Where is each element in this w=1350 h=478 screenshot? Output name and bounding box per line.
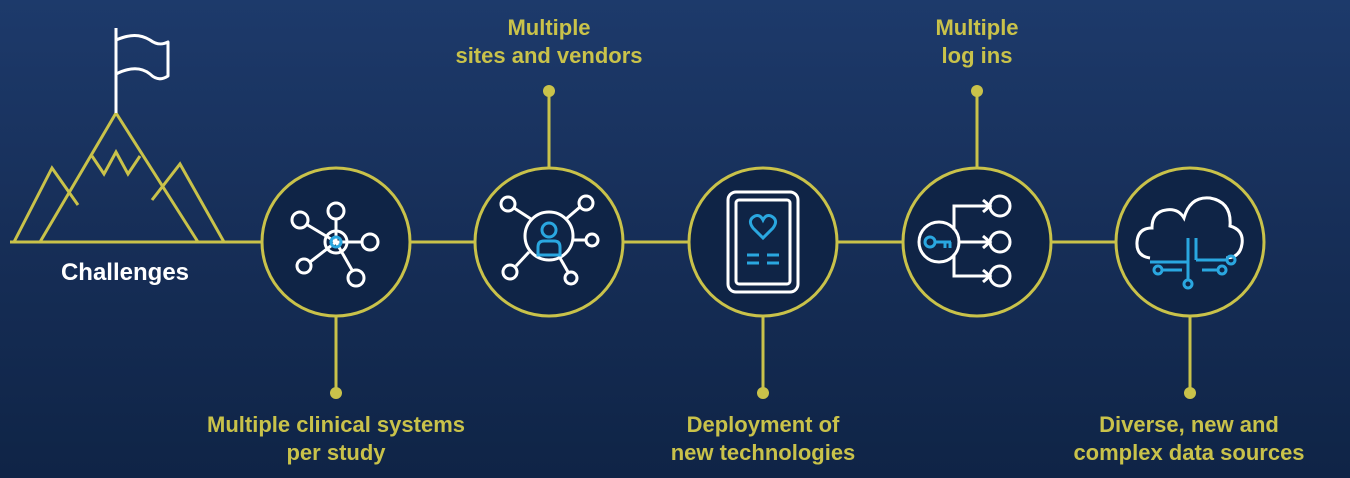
node-label-3: Deployment of new technologies <box>670 412 856 465</box>
node-3 <box>687 166 839 399</box>
node-2 <box>473 85 625 318</box>
challenges-title: Challenges <box>60 259 190 286</box>
node-label-1: Multiple clinical systems per study <box>207 412 465 465</box>
network-nodes-icon <box>290 201 380 288</box>
mountain-icon <box>10 110 262 244</box>
node-5 <box>1114 166 1266 399</box>
flag-icon <box>114 28 170 113</box>
key-login-icon <box>917 194 1012 288</box>
user-network-icon <box>499 194 600 286</box>
node-1 <box>260 166 412 399</box>
node-label-2: Multiple sites and vendors <box>455 15 643 68</box>
cloud-data-icon <box>1135 196 1244 290</box>
node-label-5: Diverse, new and complex data sources <box>1073 412 1305 465</box>
node-4 <box>901 85 1053 318</box>
node-label-4: Multiple log ins <box>935 15 1019 68</box>
tablet-heart-icon <box>726 190 800 294</box>
